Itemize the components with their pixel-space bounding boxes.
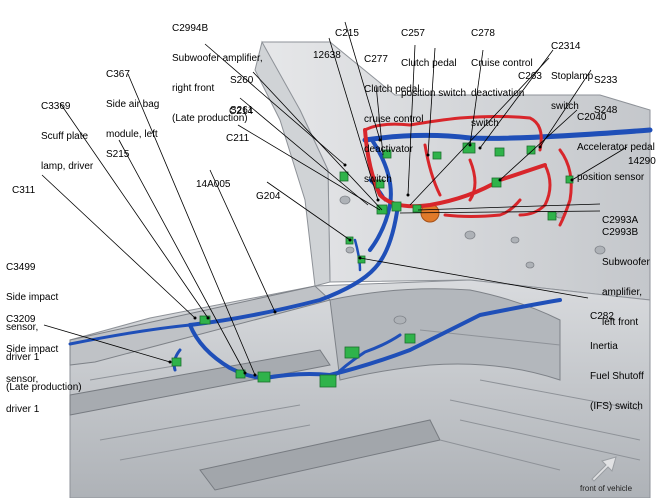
connector bbox=[491, 177, 502, 188]
label-g204: G204 bbox=[256, 191, 281, 202]
label-c282: C282 Inertia Fuel Shutoff (IFS) switch bbox=[590, 311, 644, 412]
label-c3209: C3209 Side impact sensor, driver 1 bbox=[6, 314, 59, 415]
label-c2314: C2314 Stoplamp switch bbox=[551, 41, 594, 112]
connector bbox=[257, 371, 271, 383]
label-s215: S215 bbox=[106, 149, 130, 160]
label-s233-s248: S233 S248 bbox=[594, 75, 618, 116]
connector bbox=[404, 333, 416, 344]
label-c211: C211 bbox=[226, 133, 250, 144]
label-14a005: 14A005 bbox=[196, 179, 231, 190]
leader-lines bbox=[41, 21, 628, 376]
vehicle-body bbox=[69, 40, 651, 498]
front-of-vehicle-caption: front of vehicle bbox=[580, 484, 633, 493]
label-c311: C311 bbox=[12, 185, 36, 196]
label-c3499: C3499 Side impact sensor, driver 1 (Late… bbox=[6, 262, 82, 393]
connector bbox=[391, 201, 402, 212]
label-c367: C367 Side air bag module, left bbox=[106, 69, 160, 140]
label-c263: C263 bbox=[518, 71, 542, 82]
connector bbox=[171, 357, 182, 367]
connector bbox=[432, 151, 442, 160]
label-c2994b: C2994B Subwoofer amplifier, right front … bbox=[172, 23, 263, 124]
connector bbox=[494, 147, 505, 157]
label-c2040: C2040 Accelerator pedal position sensor bbox=[577, 112, 655, 183]
label-c2993b: C2993B Subwoofer amplifier, left front bbox=[602, 227, 650, 328]
connector bbox=[199, 315, 211, 325]
connector bbox=[526, 145, 536, 155]
label-c3369: C3369 Scuff plate lamp, driver bbox=[41, 101, 94, 172]
label-c214: C214 bbox=[229, 106, 253, 117]
label-c215: C215 bbox=[335, 28, 359, 39]
connector bbox=[375, 179, 385, 189]
label-c257: C257 Clutch pedal position switch bbox=[401, 28, 467, 99]
label-12638: 12638 bbox=[313, 50, 341, 61]
leader-dots bbox=[168, 138, 574, 377]
label-14290: 14290 bbox=[628, 156, 656, 167]
connector bbox=[344, 346, 360, 359]
blue-harness bbox=[68, 127, 653, 382]
connector bbox=[412, 204, 422, 213]
label-c2993a: C2993A bbox=[602, 215, 639, 226]
diagonal-arrow-icon bbox=[591, 456, 617, 482]
connector bbox=[319, 374, 337, 388]
connector bbox=[547, 211, 557, 221]
label-s260-s261: S260 S261 bbox=[230, 75, 254, 116]
red-harness bbox=[363, 115, 573, 227]
connector bbox=[357, 255, 366, 264]
label-c277: C277 Clutch pedal cruise control deactiv… bbox=[364, 54, 424, 185]
connector bbox=[339, 171, 349, 182]
label-c278: C278 Cruise control deactivation switch bbox=[471, 28, 533, 129]
